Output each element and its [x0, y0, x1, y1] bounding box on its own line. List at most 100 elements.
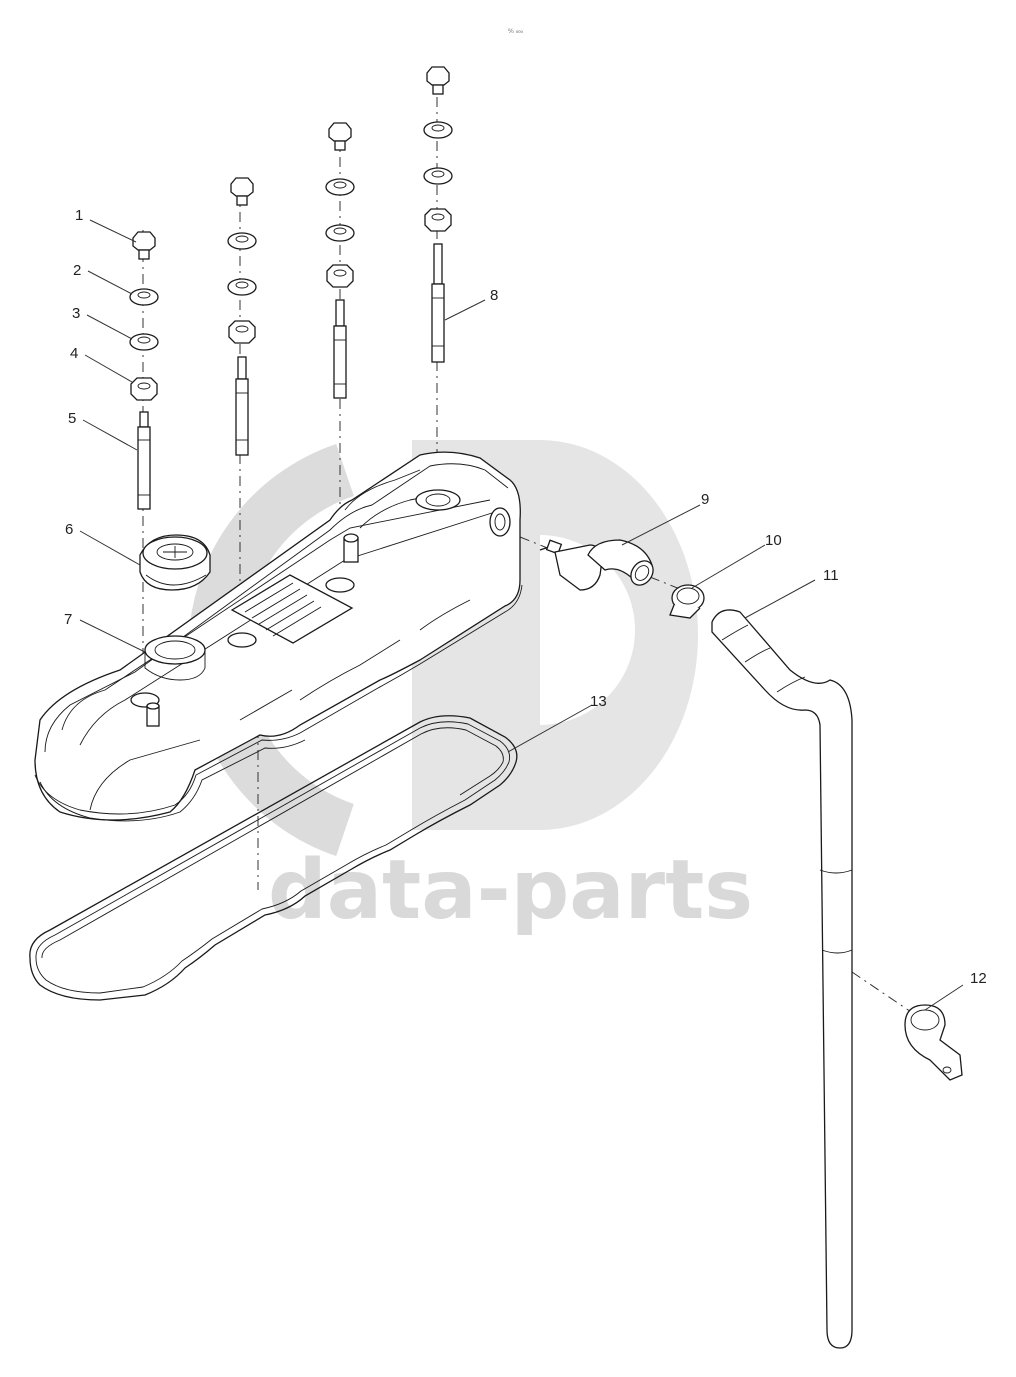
baffle-slots-icon	[244, 582, 322, 637]
washer-hole-icon	[333, 181, 347, 189]
callout-10: 10	[765, 532, 782, 549]
washer-hole-icon	[235, 235, 249, 243]
valve-cover-body-icon	[34, 451, 521, 821]
breather-spigot-top-icon	[146, 702, 160, 710]
callout-8: 8	[490, 287, 498, 304]
leader-lines	[79, 219, 964, 1011]
callout-2: 2	[73, 262, 81, 279]
hose-contour-icon	[819, 869, 853, 954]
callout-12: 12	[970, 970, 987, 987]
leader-line-13	[507, 704, 593, 753]
cap-nut-icon	[426, 66, 450, 86]
center-line-9	[519, 536, 561, 554]
valve-cover-ridge-icon	[61, 499, 491, 731]
filler-neck-hole-icon	[154, 640, 196, 660]
valve-cover-flange-icon	[34, 584, 523, 815]
cap-nut-shank-icon	[334, 140, 346, 151]
stud-top-icon	[139, 411, 149, 428]
callout-4: 4	[70, 345, 78, 362]
breather-port-hole-icon	[494, 513, 506, 531]
flange-nut-hole-icon	[235, 325, 249, 333]
fastener-stack-3	[325, 122, 355, 399]
callout-6: 6	[65, 521, 73, 538]
filler-neck-icon	[144, 635, 206, 665]
callout-11: 11	[823, 567, 839, 584]
valve-cover-rib-icon	[89, 599, 471, 811]
cap-nut-shank-icon	[236, 195, 248, 206]
leader-line-3	[86, 314, 133, 340]
stud-boss-icon	[325, 577, 355, 593]
stud-body-icon	[137, 426, 151, 510]
cap-nut-shank-icon	[138, 249, 150, 260]
hose-clamp	[669, 584, 705, 619]
cap-nut-icon	[132, 231, 156, 251]
callout-5: 5	[68, 410, 76, 427]
callout-3: 3	[72, 305, 80, 322]
fastener-stack-1	[129, 231, 159, 510]
callout-7: 7	[64, 611, 72, 628]
p-clip-body-icon	[904, 1004, 963, 1081]
flange-nut-hole-icon	[431, 213, 445, 221]
fastener-stack-4	[423, 66, 453, 363]
stud-top-icon	[335, 299, 345, 327]
callout-13: 13	[590, 693, 607, 710]
p-clip	[904, 1004, 963, 1081]
seal-washer-icon	[423, 167, 453, 185]
stud-boss-icon	[415, 489, 461, 511]
stud-top-icon	[433, 243, 443, 285]
flange-nut-hole-icon	[137, 382, 151, 390]
hose-contour-icon	[721, 624, 806, 693]
center-line-12	[851, 971, 921, 1019]
seal-washer-icon	[227, 278, 257, 296]
stud-body-icon	[333, 325, 347, 399]
stud-boss-icon	[227, 632, 257, 648]
leader-line-1	[89, 219, 137, 243]
filler-cap-rim-icon	[145, 574, 207, 586]
filler-neck-side-icon	[144, 650, 206, 681]
filler-cap-recess-icon	[156, 543, 194, 561]
stud-body-icon	[235, 378, 249, 456]
washer-icon	[227, 232, 257, 250]
washer-hole-icon	[137, 291, 151, 299]
breather-hose	[711, 609, 853, 1349]
oil-filler-cap	[139, 534, 211, 591]
leader-line-7	[79, 619, 146, 653]
fastener-stack-2	[227, 177, 257, 456]
breather-spigot-top-icon	[343, 533, 359, 543]
leader-line-8	[444, 299, 486, 321]
leader-line-5	[82, 419, 138, 451]
seal-washer-hole-icon	[431, 170, 445, 178]
leader-line-12	[924, 984, 964, 1011]
washer-hole-icon	[431, 124, 445, 132]
valve-cover-flange-icon	[39, 739, 306, 822]
header-mark: ⁰⁄₀ ₀₀₀	[508, 28, 524, 35]
leader-line-2	[87, 270, 133, 295]
washer-icon	[129, 288, 159, 306]
p-clip-hole-icon	[942, 1066, 952, 1074]
baffle-plate-icon	[230, 574, 354, 644]
callout-labels: 1 2 3 4 5 6 7 8 9 10 11 12 13	[64, 207, 987, 987]
cap-nut-shank-icon	[432, 84, 444, 95]
stud-top-icon	[237, 356, 247, 380]
seal-washer-icon	[129, 333, 159, 351]
cap-nut-icon	[328, 122, 352, 142]
elbow-nipple-icon	[545, 539, 563, 555]
stud-boss-hole-icon	[425, 493, 451, 507]
gasket-inner-icon	[35, 721, 511, 994]
callout-9: 9	[701, 491, 709, 508]
callout-1: 1	[75, 207, 83, 224]
valve-cover-ridge-icon	[79, 511, 496, 746]
clamp-ring-inner-icon	[676, 587, 700, 605]
valve-cover-edge-icon	[44, 463, 509, 753]
watermark-cutout	[540, 535, 635, 725]
seal-washer-hole-icon	[235, 281, 249, 289]
gasket-inner-icon	[41, 727, 504, 959]
leader-line-9	[621, 504, 701, 546]
seal-washer-hole-icon	[333, 227, 347, 235]
stud-body-icon	[431, 283, 445, 363]
seal-washer-icon	[325, 224, 355, 242]
seal-washer-hole-icon	[137, 336, 151, 344]
breather-port-icon	[489, 507, 511, 537]
leader-line-11	[744, 579, 816, 619]
elbow-outlet-hole-icon	[634, 565, 650, 581]
